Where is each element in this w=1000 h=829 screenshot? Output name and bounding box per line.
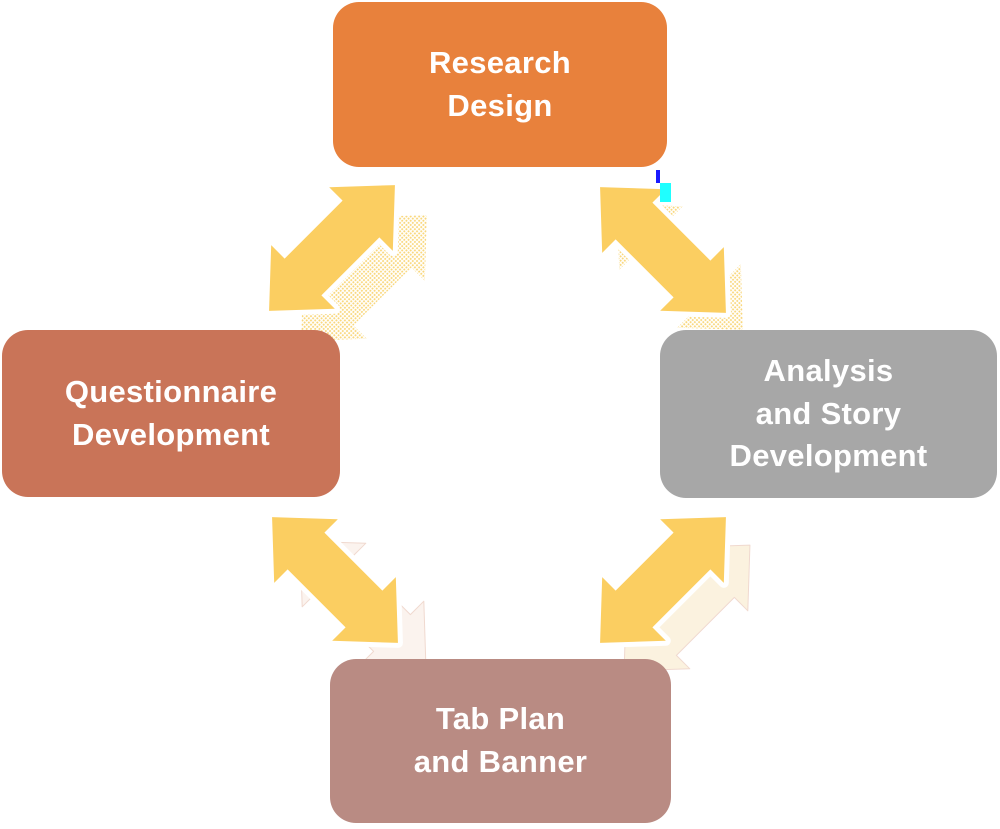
node-label-line: Research	[429, 44, 571, 80]
node-label-line: and Story	[755, 395, 902, 431]
node-label-line: Development	[729, 438, 928, 474]
node-label-line: Tab Plan	[435, 701, 566, 737]
node-label-line: Questionnaire	[64, 373, 278, 409]
render-artifact-cyan	[660, 183, 671, 202]
node-tab-plan-and-banner: Tab Plan and Banner	[330, 659, 671, 823]
node-label-line: Development	[72, 416, 270, 452]
node-research-design: Research Design	[333, 2, 667, 167]
arrow-research-analysis	[595, 182, 743, 330]
node-label-line: Design	[447, 87, 553, 123]
node-questionnaire-development: Questionnaire Development	[2, 330, 340, 497]
node-label-line: Analysis	[763, 352, 894, 388]
node-analysis-and-story-development: Analysis and Story Development	[660, 330, 997, 498]
double-arrow-icon	[264, 180, 400, 316]
node-label-line: and Banner	[413, 744, 588, 779]
arrow-questionnaire-tabplan	[267, 512, 427, 668]
arrow-tabplan-analysis	[595, 512, 751, 672]
double-arrow-icon	[267, 512, 403, 648]
double-arrow-icon	[595, 182, 731, 318]
double-arrow-icon	[595, 512, 731, 648]
arrow-research-questionnaire	[264, 180, 427, 341]
render-artifact-blue	[656, 170, 660, 183]
